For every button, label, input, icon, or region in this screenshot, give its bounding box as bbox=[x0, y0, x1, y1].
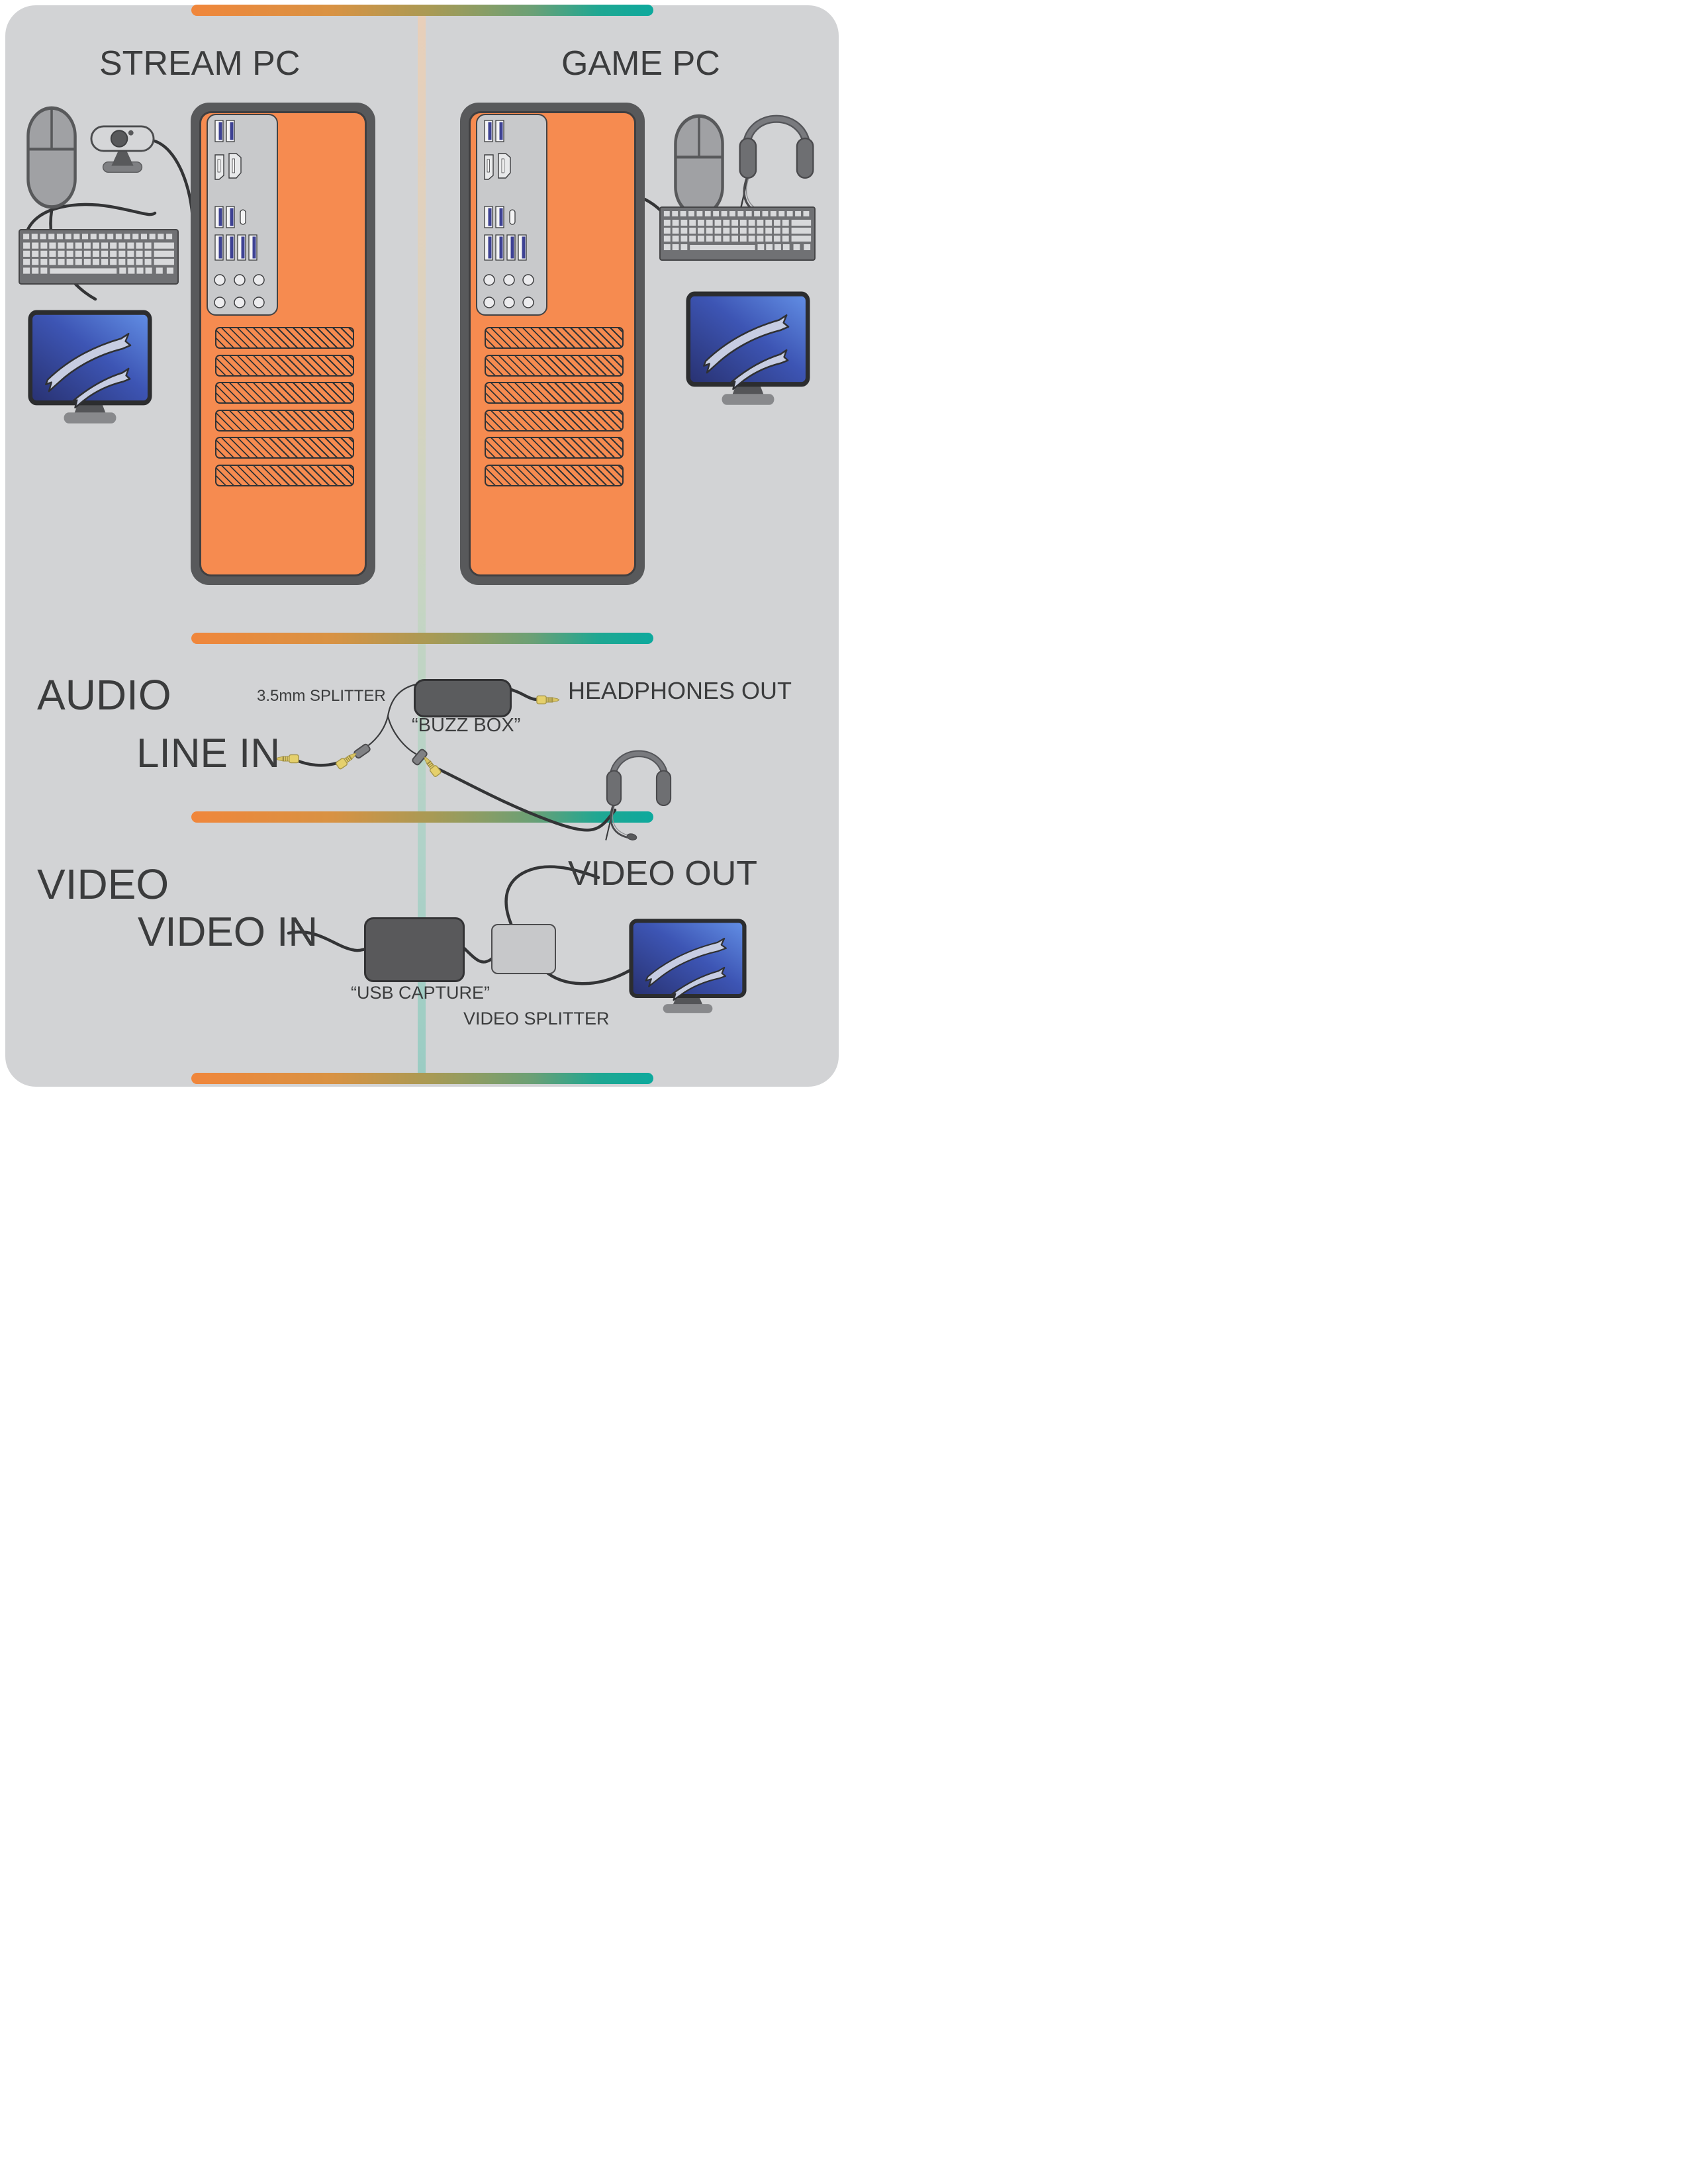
stream-pc-tower bbox=[191, 103, 375, 585]
io-panel bbox=[207, 114, 278, 316]
buzz-box-label: “BUZZ BOX” bbox=[412, 715, 521, 736]
webcam-cable bbox=[150, 138, 195, 223]
monitor-icon bbox=[686, 291, 810, 409]
monitor-icon bbox=[629, 919, 747, 1017]
monitor-icon bbox=[28, 310, 152, 428]
center-divider-line bbox=[418, 11, 426, 1077]
vent-grill-icon bbox=[485, 409, 624, 432]
splitter-label: 3.5mm SPLITTER bbox=[257, 687, 386, 705]
vent-grill-icon bbox=[215, 382, 354, 404]
vent-grill-icon bbox=[485, 464, 624, 486]
diagram-stage: STREAM PC GAME PC AUDIO 3.5mm SPLITTER “… bbox=[0, 0, 844, 1092]
vent-grill-icon bbox=[215, 327, 354, 349]
line-in-cable bbox=[293, 758, 341, 767]
io-panel bbox=[476, 114, 547, 316]
gradient-divider-top bbox=[191, 5, 653, 16]
audio-section-title: AUDIO bbox=[37, 671, 171, 719]
vent-grill-icon bbox=[485, 354, 624, 377]
game-pc-title: GAME PC bbox=[561, 44, 720, 83]
game-pc-tower bbox=[460, 103, 645, 585]
video-out-label: VIDEO OUT bbox=[568, 854, 758, 893]
headset-line-cable bbox=[434, 766, 617, 832]
webcam-icon bbox=[90, 124, 155, 181]
vent-grill-icon bbox=[485, 437, 624, 459]
usb-capture-label: “USB CAPTURE” bbox=[351, 983, 491, 1003]
keyboard-cable bbox=[24, 203, 157, 235]
keyboard-icon bbox=[659, 206, 816, 261]
vent-grill-icon bbox=[215, 409, 354, 432]
usb-capture-box bbox=[364, 917, 465, 982]
stream-pc-title: STREAM PC bbox=[99, 44, 301, 83]
headset-icon bbox=[604, 731, 674, 844]
vent-grill-icon bbox=[215, 464, 354, 486]
gradient-divider-bottom bbox=[191, 1073, 653, 1084]
video-in-label: VIDEO IN bbox=[138, 909, 318, 955]
line-in-label: LINE IN bbox=[136, 731, 281, 776]
keyboard-icon bbox=[19, 229, 179, 285]
headset-icon bbox=[736, 93, 817, 222]
splitter-stem-cable bbox=[387, 683, 418, 717]
headphones-out-label: HEADPHONES OUT bbox=[568, 677, 792, 704]
buzz-box bbox=[414, 679, 512, 717]
mouse-icon bbox=[673, 113, 726, 218]
video-splitter-box bbox=[491, 924, 556, 974]
mouse-icon bbox=[25, 105, 78, 210]
gradient-divider-video bbox=[191, 811, 653, 823]
vent-grill-icon bbox=[215, 437, 354, 459]
vent-grill-icon bbox=[215, 354, 354, 377]
jack-plug-icon bbox=[274, 754, 299, 764]
video-in-cable bbox=[287, 931, 369, 952]
splitter-branch-right bbox=[387, 715, 417, 755]
jack-plug-icon bbox=[334, 748, 361, 770]
jack-plug-icon bbox=[419, 752, 442, 778]
jack-plug-icon bbox=[536, 695, 561, 705]
splitter-to-monitor-cable bbox=[542, 968, 632, 985]
video-section-title: VIDEO bbox=[37, 860, 169, 908]
vent-grill-icon bbox=[485, 327, 624, 349]
vent-grill-icon bbox=[485, 382, 624, 404]
video-out-cable bbox=[504, 865, 600, 926]
cables-layer bbox=[24, 138, 700, 985]
video-splitter-label: VIDEO SPLITTER bbox=[463, 1009, 610, 1028]
gradient-divider-audio bbox=[191, 633, 653, 644]
